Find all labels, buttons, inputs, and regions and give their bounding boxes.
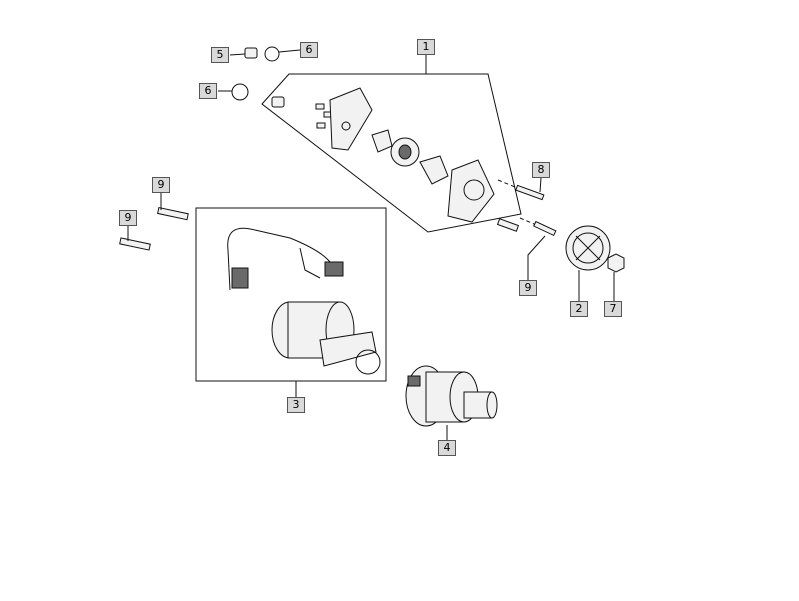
part-9-bolt-center [533,220,557,237]
callout-6-top[interactable]: 6 [300,42,318,58]
part-2-sprocket [565,225,611,271]
callout-7[interactable]: 7 [604,301,622,317]
part-9-bolt-lower [119,237,151,251]
part-6-oring-left [231,83,249,101]
part-5-cap [244,47,258,59]
callout-5[interactable]: 5 [211,47,229,63]
callout-6-left[interactable]: 6 [199,83,217,99]
callout-9-lower-left[interactable]: 9 [119,210,137,226]
assembly-3-box [195,207,387,382]
part-4-starter-drive [405,365,498,427]
part-6-oring-top [264,46,280,62]
part-9-bolt-upper [157,206,189,221]
starter-motor-and-harness [227,227,381,375]
part-7-nut [607,253,625,273]
callout-4[interactable]: 4 [438,440,456,456]
assembly-1-outline [261,73,522,233]
part-8-bolt [515,184,545,201]
callout-9-center[interactable]: 9 [519,280,537,296]
starter-clutch-parts [271,87,520,232]
callout-2[interactable]: 2 [570,301,588,317]
callout-3[interactable]: 3 [287,397,305,413]
callout-1[interactable]: 1 [417,39,435,55]
callout-9-upper-left[interactable]: 9 [152,177,170,193]
callout-8[interactable]: 8 [532,162,550,178]
